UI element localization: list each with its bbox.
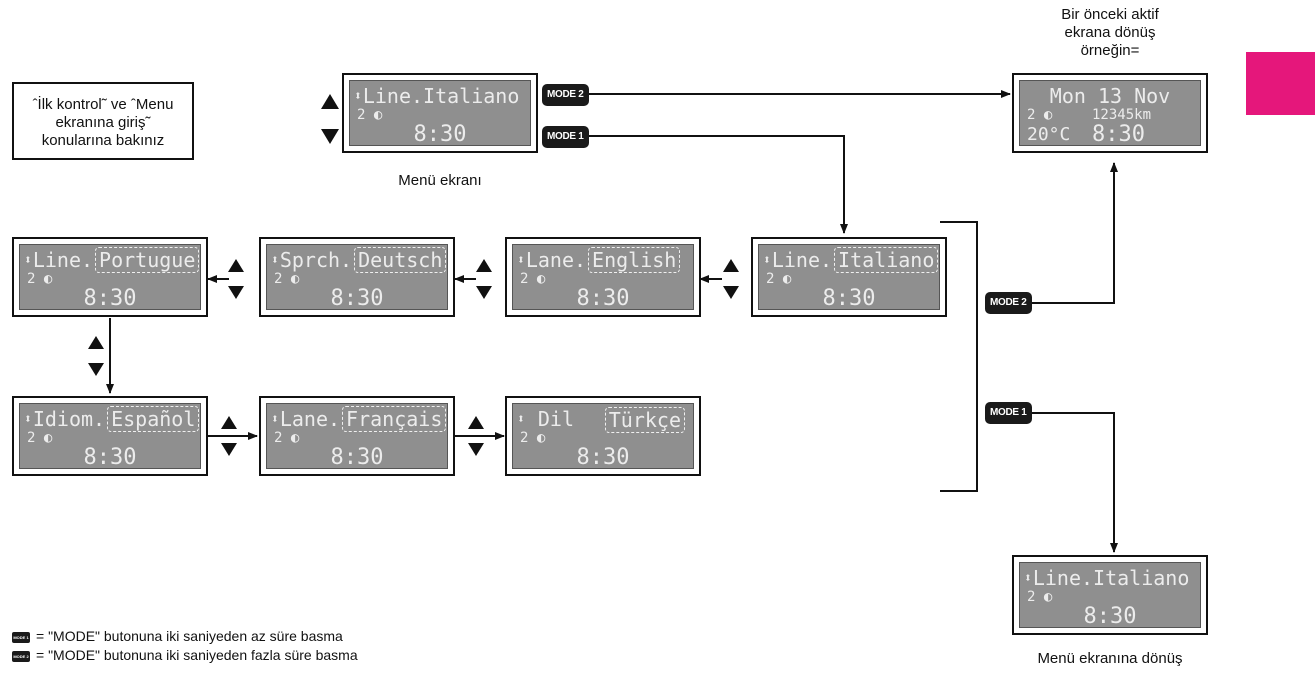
- lcd-label: Sprch.: [279, 248, 353, 272]
- up-down-arrows-icon: ⬍: [354, 89, 362, 104]
- caption-menu-screen: Menü ekranı: [398, 172, 482, 189]
- up-down-arrows-icon: ⬍: [271, 253, 279, 268]
- lcd-francais: ⬍Lane.Français 2 ◐ 8:30: [259, 396, 455, 476]
- up-down-arrows-icon: ⬍: [517, 253, 525, 268]
- lcd-value: Español: [107, 406, 200, 432]
- mode2-badge: MODE 2: [542, 84, 589, 106]
- note-line: ekranına giriş˜: [55, 114, 151, 131]
- lcd-menu-screen: ⬍Line.Italiano 2 ◐ 8:30: [342, 73, 538, 153]
- lcd-value: Français: [342, 406, 447, 432]
- up-down-arrows-icon: [723, 259, 739, 299]
- legend-mode1: MODE 1 = "MODE" butonuna iki saniyeden az…: [12, 628, 343, 644]
- caption-return-menu: Menü ekranına dönüş: [1037, 650, 1183, 667]
- lcd-time: 8:30: [413, 122, 467, 146]
- lcd-return-menu: ⬍Line.Italiano 2 ◐ 8:30: [1012, 555, 1208, 635]
- mode1-badge: MODE 1: [985, 402, 1032, 424]
- arrow-mode1-to-italiano: [589, 135, 848, 234]
- up-down-arrows-icon: [221, 416, 237, 456]
- lcd-deutsch: ⬍Sprch.Deutsch 2 ◐ 8:30: [259, 237, 455, 317]
- up-down-arrows-icon: [476, 259, 492, 299]
- lcd-time: 8:30: [1092, 122, 1145, 146]
- mode2-mini-badge: MODE 2: [12, 650, 30, 662]
- up-down-arrows-icon: ⬍: [763, 253, 771, 268]
- lcd-label: Lane.: [279, 407, 341, 431]
- lcd-odometer: 12345km: [1092, 107, 1152, 123]
- lcd-time: 8:30: [83, 445, 137, 469]
- note-line: ˆİlk kontrol˜ ve ˆMenu: [32, 96, 174, 113]
- up-down-arrows-icon: [321, 94, 339, 144]
- lcd-label: Line.: [771, 248, 833, 272]
- lcd-label: Line.: [32, 248, 94, 272]
- power-icon: 2 ◐: [27, 430, 53, 446]
- lcd-english: ⬍Lane.English 2 ◐ 8:30: [505, 237, 701, 317]
- lcd-label: Lane.: [525, 248, 587, 272]
- lcd-value: Türkçe: [604, 407, 685, 433]
- up-down-arrows-icon: ⬍: [271, 412, 279, 427]
- lcd-value: Portugue: [95, 247, 200, 273]
- mode1-badge: MODE 1: [542, 126, 589, 148]
- lcd-label: Dil: [537, 407, 574, 431]
- section-color-tab: [1246, 52, 1315, 115]
- reference-note-box: ˆİlk kontrol˜ ve ˆMenu ekranına giriş˜ k…: [12, 82, 194, 160]
- power-icon: 2 ◐: [766, 271, 792, 287]
- lcd-time: 8:30: [330, 445, 384, 469]
- arrow-mode2-to-previous-screen: [1030, 162, 1118, 304]
- arrow-mode1-to-return: [1030, 412, 1118, 553]
- lcd-time: 8:30: [576, 445, 630, 469]
- lcd-date: Mon 13 Nov: [1049, 84, 1171, 108]
- power-icon: 2 ◐: [27, 271, 53, 287]
- caption-line: örneğin=: [1080, 42, 1140, 59]
- lcd-time: 8:30: [330, 286, 384, 310]
- caption-previous-screen: Bir önceki aktif ekrana dönüş örneğin=: [1012, 6, 1208, 60]
- legend-mode2: MODE 2 = "MODE" butonuna iki saniyeden fa…: [12, 647, 358, 663]
- power-icon: 2 ◐: [274, 271, 300, 287]
- mode1-mini-badge: MODE 1: [12, 631, 30, 643]
- lcd-espanol: ⬍Idiom.Español 2 ◐ 8:30: [12, 396, 208, 476]
- lcd-label: Idiom.: [32, 407, 106, 431]
- up-down-arrows-icon: ⬍: [24, 412, 32, 427]
- note-line: konularına bakınız: [41, 132, 165, 149]
- power-icon: 2 ◐: [1027, 107, 1053, 123]
- lcd-turkce: ⬍ Dil Türkçe 2 ◐ 8:30: [505, 396, 701, 476]
- up-down-arrows-icon: [228, 259, 244, 299]
- legend-text: = "MODE" butonuna iki saniyeden az süre …: [36, 628, 343, 644]
- lcd-time: 8:30: [822, 286, 876, 310]
- legend-text: = "MODE" butonuna iki saniyeden fazla sü…: [36, 647, 358, 663]
- lcd-time: 8:30: [83, 286, 137, 310]
- power-icon: 2 ◐: [520, 271, 546, 287]
- lcd-portugues: ⬍Line.Portugue 2 ◐ 8:30: [12, 237, 208, 317]
- lcd-italiano: ⬍Line.Italiano 2 ◐ 8:30: [751, 237, 947, 317]
- lcd-value: English: [588, 247, 681, 273]
- caption-line: Bir önceki aktif: [1061, 6, 1159, 23]
- power-icon: 2 ◐: [1027, 589, 1053, 605]
- lcd-value: Italiano: [423, 84, 520, 108]
- bracket-line: [940, 221, 978, 492]
- up-down-arrows-icon: ⬍: [517, 412, 525, 427]
- power-icon: 2 ◐: [274, 430, 300, 446]
- up-down-arrows-icon: ⬍: [1024, 571, 1032, 586]
- up-down-arrows-icon: [88, 336, 104, 376]
- lcd-time: 8:30: [576, 286, 630, 310]
- lcd-temperature: 20°C: [1027, 124, 1071, 145]
- lcd-value: Italiano: [834, 247, 939, 273]
- power-icon: 2 ◐: [520, 430, 546, 446]
- up-down-arrows-icon: ⬍: [24, 253, 32, 268]
- lcd-time: 8:30: [1083, 604, 1137, 628]
- lcd-value: Deutsch: [354, 247, 447, 273]
- lcd-label: Line.: [1032, 566, 1094, 590]
- mode2-badge: MODE 2: [985, 292, 1032, 314]
- power-icon: 2 ◐: [357, 107, 383, 123]
- lcd-value: Italiano: [1093, 566, 1190, 590]
- caption-line: ekrana dönüş: [1064, 24, 1156, 41]
- lcd-label: Line.: [362, 84, 424, 108]
- up-down-arrows-icon: [468, 416, 484, 456]
- lcd-previous-screen: Mon 13 Nov 2 ◐ 12345km 20°C 8:30: [1012, 73, 1208, 153]
